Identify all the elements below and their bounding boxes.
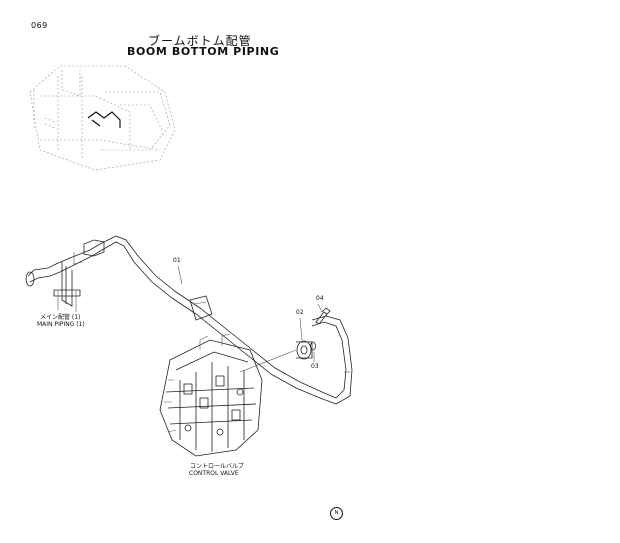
callout-04: 04	[316, 295, 324, 302]
page-number: 069	[31, 21, 48, 30]
excavator-overview-illustration	[29, 65, 176, 171]
footer-circle-symbol: N	[330, 507, 343, 520]
title-english: BOOM BOTTOM PIPING	[127, 45, 280, 58]
control-valve-illustration	[159, 333, 263, 457]
main-piping-label-en: MAIN PIPING (1)	[37, 321, 85, 328]
flange-parts	[177, 265, 331, 373]
callout-02: 02	[296, 309, 304, 316]
control-valve-label-en: CONTROL VALVE	[189, 470, 239, 477]
callout-03: 03	[311, 363, 319, 370]
main-piping-assembly	[25, 239, 105, 312]
callout-01: 01	[173, 257, 181, 264]
main-piping-label-jp: メイン配管 (1)	[40, 314, 81, 321]
title-japanese: ブームボトム配管	[148, 34, 252, 48]
boom-bottom-pipe-01	[99, 235, 353, 405]
control-valve-label-jp: コントロールバルブ	[190, 463, 245, 470]
